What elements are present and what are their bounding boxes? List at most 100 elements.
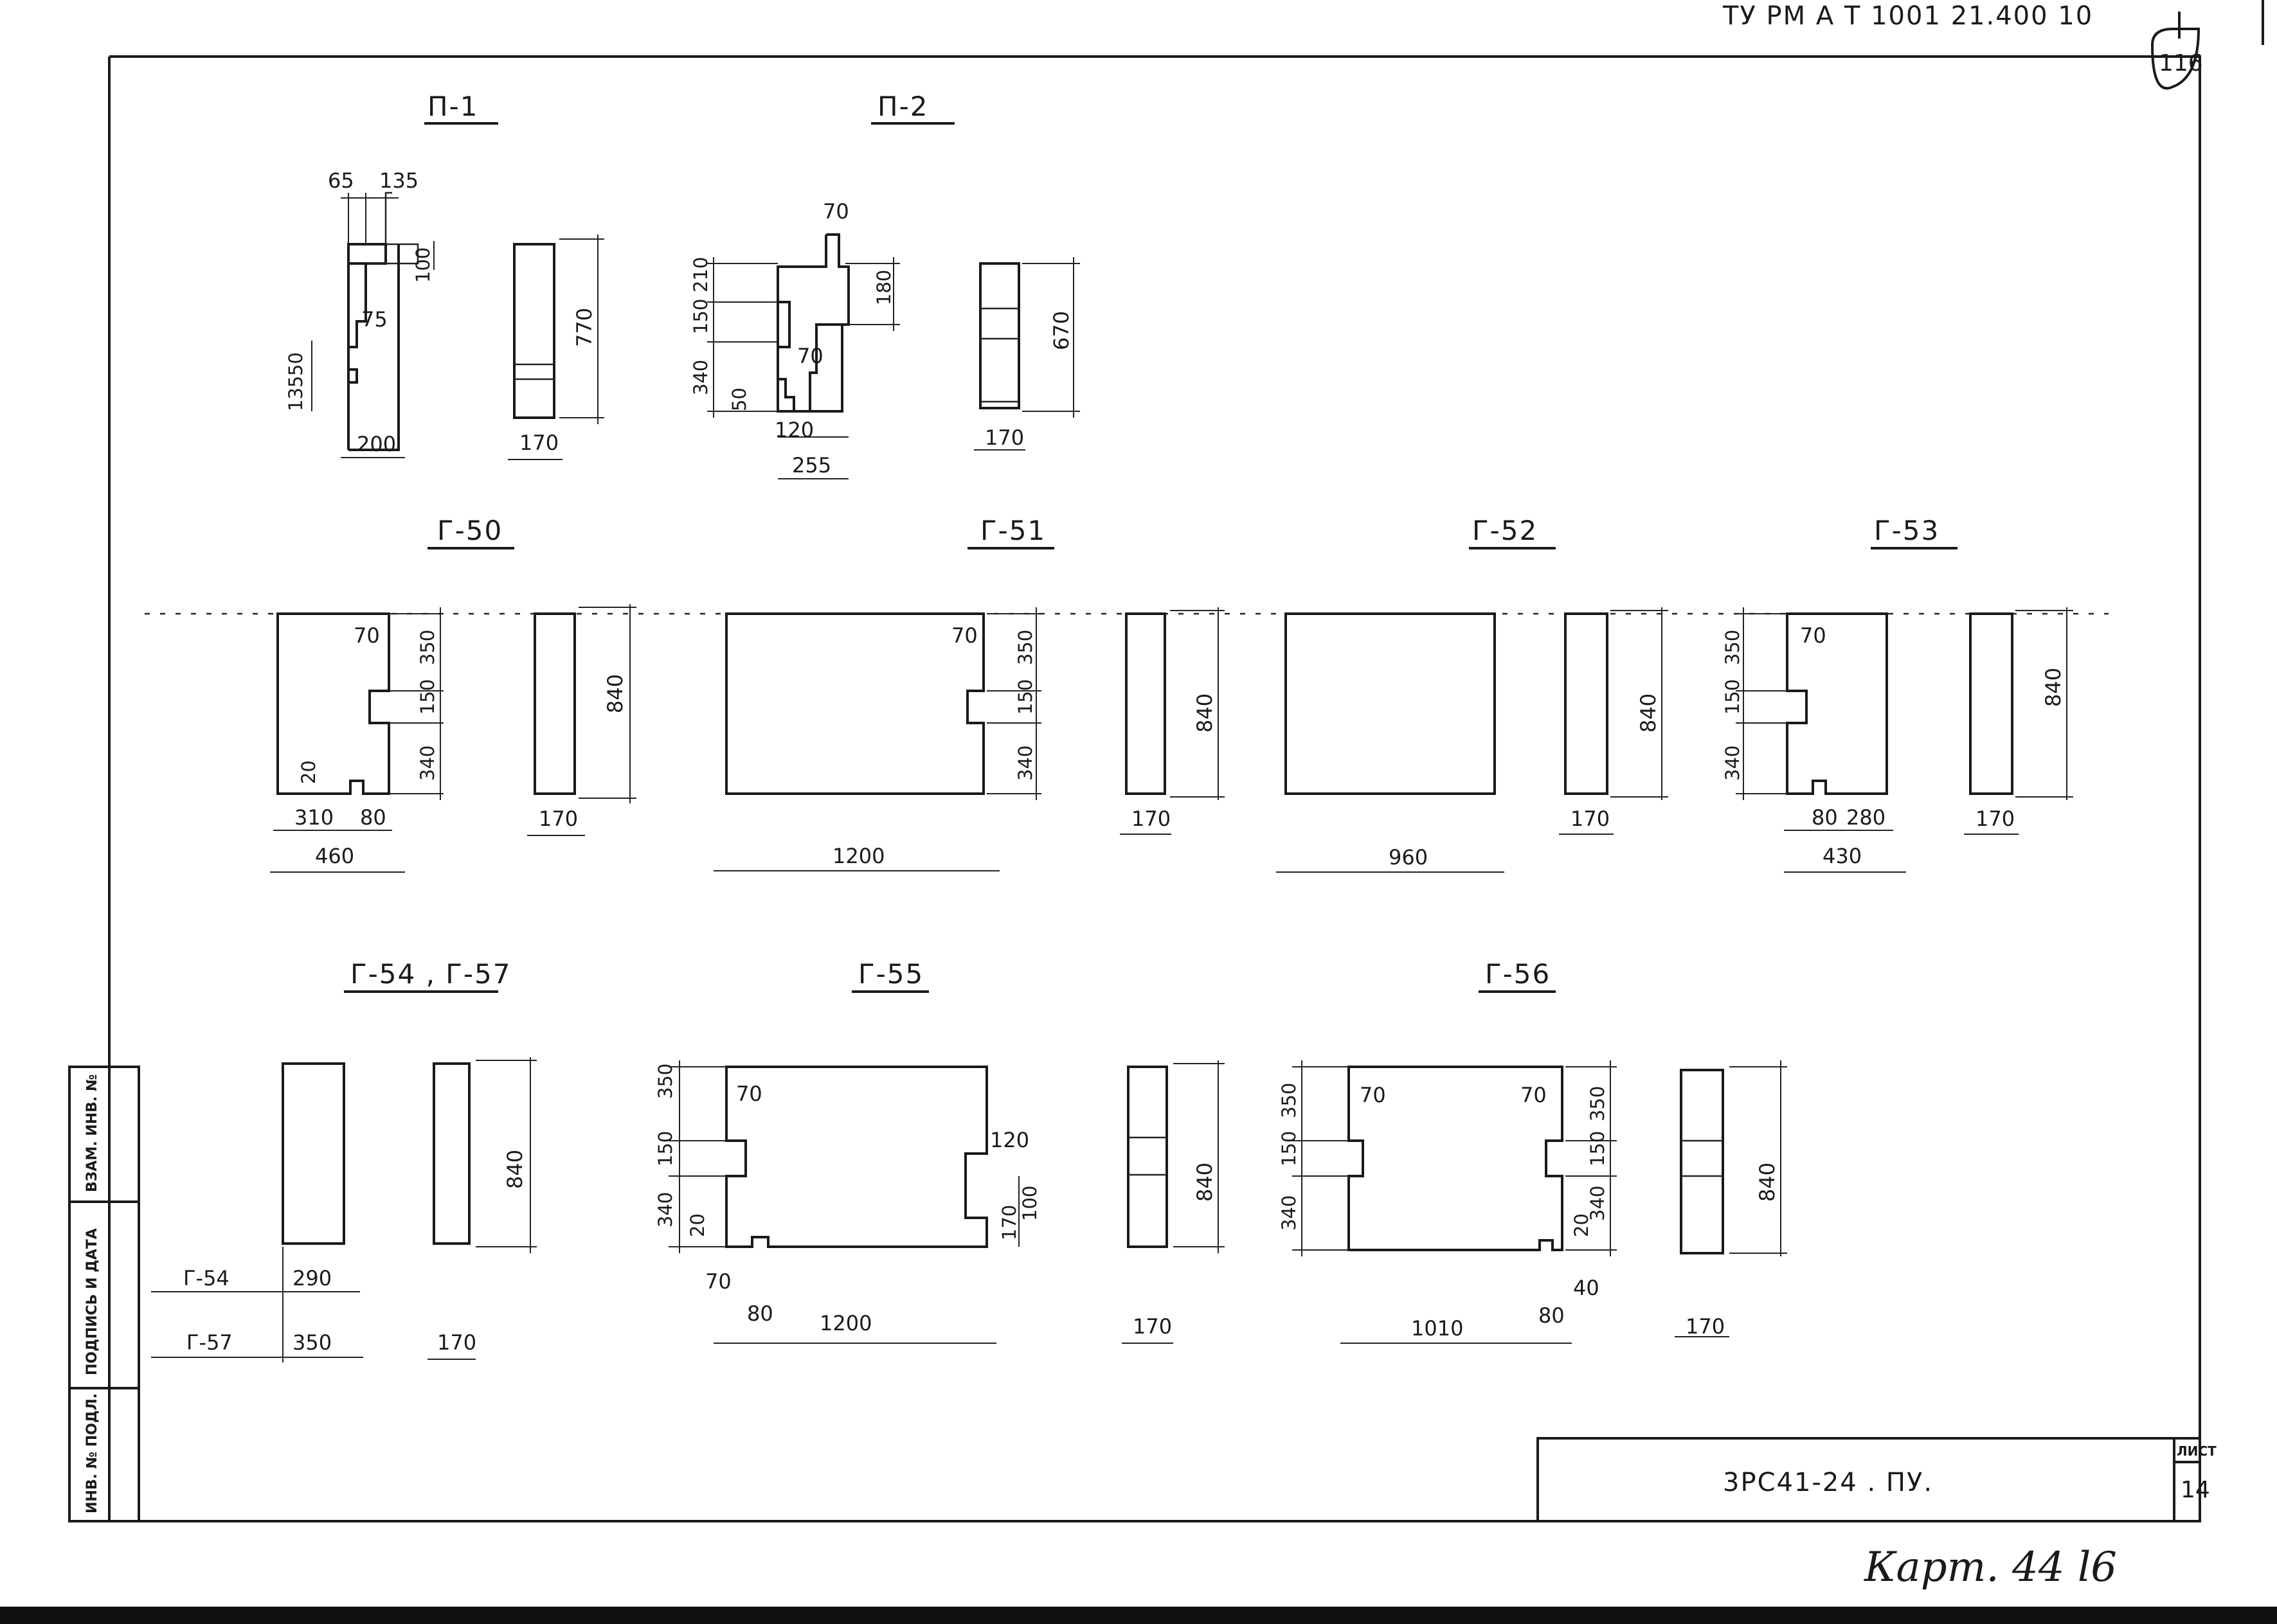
panel-p1: П-1 65 135 100 75 50 135 200 770 170: [285, 91, 604, 460]
g56-side-170: 170: [1686, 1314, 1725, 1339]
g53-dim-80: 80: [1812, 805, 1838, 830]
doc-code: 3РС41-24 . ПУ.: [1723, 1468, 1933, 1497]
p1-dim-50: 50: [285, 352, 307, 376]
sheet-number-circle: [2151, 28, 2200, 90]
g55-dim-350: 350: [654, 1064, 676, 1099]
panel-g56: Г-56 350 150 340 70 70 350 150 340 20 40…: [1278, 958, 1787, 1344]
g54-row-name: Г-54: [183, 1266, 230, 1290]
title-g52: Г-52: [1472, 515, 1538, 546]
panel-g54-g57: Г-54 , Г-57 Г-54 290 Г-57 350 840 170: [151, 958, 537, 1362]
g56-dim-1010: 1010: [1411, 1316, 1463, 1341]
drawing-frame: [69, 55, 2201, 1522]
title-p1: П-1: [428, 91, 478, 122]
scan-bottom-edge: [0, 1607, 2277, 1624]
sheet-number-top: 116: [2159, 50, 2203, 76]
stamp-inv-podl: ИНВ. № ПОДЛ.: [84, 1393, 100, 1513]
g53-dim-350: 350: [1722, 630, 1743, 665]
g53-dim-340: 340: [1722, 745, 1743, 781]
p1-side-770: 770: [572, 308, 597, 347]
header-code: ТУ РМ А Т 1001 21.400 10: [1722, 1, 2093, 31]
g56-dim-40: 40: [1573, 1276, 1599, 1300]
g55-side-170: 170: [1133, 1314, 1172, 1339]
p1-side-170: 170: [519, 431, 559, 455]
g53-dim-430: 430: [1823, 844, 1862, 868]
g56-dim-70: 70: [1360, 1083, 1386, 1107]
g51-dim-350: 350: [1014, 630, 1036, 665]
title-g53: Г-53: [1874, 515, 1940, 546]
g54-row-value: 290: [292, 1266, 332, 1290]
g51-dim-340: 340: [1014, 745, 1036, 781]
g50-side-170: 170: [539, 807, 578, 831]
g55-dim-70: 70: [736, 1082, 762, 1106]
p1-dim-200: 200: [357, 432, 396, 456]
g50-dim-340: 340: [417, 745, 438, 781]
p2-dim-70-mid: 70: [797, 344, 824, 368]
g55-dim-70b: 70: [705, 1269, 732, 1294]
g56-dim-340-right: 340: [1587, 1186, 1608, 1221]
g51-side-170: 170: [1131, 807, 1171, 831]
g54-side-170: 170: [437, 1330, 476, 1355]
g51-dim-150: 150: [1014, 679, 1036, 715]
p2-dim-210: 210: [690, 257, 712, 292]
sheet-number: 14: [2181, 1477, 2210, 1503]
g55-dim-80: 80: [747, 1301, 773, 1326]
panel-p2: П-2 210 150 340 70 180 70 50 120 255 670: [690, 91, 1080, 479]
g50-dim-20: 20: [298, 760, 320, 784]
g56-dim-340: 340: [1278, 1195, 1300, 1231]
g57-row-name: Г-57: [186, 1330, 233, 1355]
g53-dim-70: 70: [1800, 623, 1826, 648]
g54-side-840: 840: [503, 1150, 527, 1189]
title-g51: Г-51: [980, 515, 1046, 546]
g55-dim-120: 120: [990, 1128, 1029, 1152]
p2-dim-50: 50: [728, 388, 750, 411]
stamp-podpis-data: ПОДПИСЬ И ДАТА: [84, 1228, 100, 1375]
g52-side-840: 840: [1636, 693, 1661, 733]
g53-side-840: 840: [2041, 668, 2066, 707]
title-g55: Г-55: [858, 958, 924, 990]
g50-side-840: 840: [603, 674, 627, 713]
p2-dim-340: 340: [690, 360, 712, 395]
g57-row-value: 350: [292, 1330, 332, 1355]
g55-side-840: 840: [1192, 1163, 1217, 1202]
g53-side-170: 170: [1976, 807, 2015, 831]
g56-side-840: 840: [1755, 1163, 1779, 1202]
g50-dim-310: 310: [294, 805, 334, 830]
g56-dim-350-right: 350: [1587, 1086, 1608, 1121]
g51-dim-1200: 1200: [833, 844, 885, 868]
g50-dim-460: 460: [315, 844, 354, 868]
p1-dim-75: 75: [361, 307, 388, 332]
p2-dim-70-top: 70: [823, 199, 849, 224]
sheet-label: ЛИСТ: [2177, 1443, 2217, 1459]
g55-dim-340: 340: [654, 1192, 676, 1227]
p2-dim-150: 150: [690, 299, 712, 334]
panel-g53: Г-53 350 150 340 70 80 280 430 840 170: [1722, 515, 2073, 873]
g53-dim-280: 280: [1846, 805, 1886, 830]
g55-dim-1200: 1200: [820, 1311, 872, 1335]
left-stamp-strip: [68, 1066, 140, 1522]
p2-side-170: 170: [985, 425, 1024, 450]
p1-dim-100: 100: [412, 247, 434, 283]
title-block: [1536, 1437, 2201, 1522]
g56-dim-150: 150: [1278, 1131, 1300, 1166]
g55-dim-170: 170: [998, 1205, 1020, 1240]
g51-dim-70: 70: [951, 623, 978, 648]
g55-dim-150: 150: [654, 1131, 676, 1166]
p1-dim-135-top: 135: [379, 168, 419, 193]
g56-dim-150-right: 150: [1587, 1131, 1608, 1166]
g56-dim-70-right: 70: [1520, 1083, 1547, 1107]
p2-dim-180: 180: [873, 270, 895, 305]
g56-dim-20: 20: [1571, 1213, 1592, 1237]
title-g56: Г-56: [1485, 958, 1551, 990]
panel-g52: Г-52 960 840 170: [1276, 515, 1668, 873]
g50-dim-350: 350: [417, 630, 438, 665]
g53-dim-150: 150: [1722, 679, 1743, 715]
handwritten-note: Карт. 44 l6: [1864, 1544, 2117, 1591]
g55-dim-20: 20: [687, 1213, 708, 1237]
title-g50: Г-50: [437, 515, 503, 546]
p1-dim-135-left: 135: [285, 376, 307, 411]
g56-dim-350: 350: [1278, 1083, 1300, 1118]
title-p2: П-2: [878, 91, 928, 122]
g56-dim-80: 80: [1538, 1303, 1565, 1328]
g50-dim-150: 150: [417, 679, 438, 715]
g55-dim-100: 100: [1019, 1186, 1041, 1221]
